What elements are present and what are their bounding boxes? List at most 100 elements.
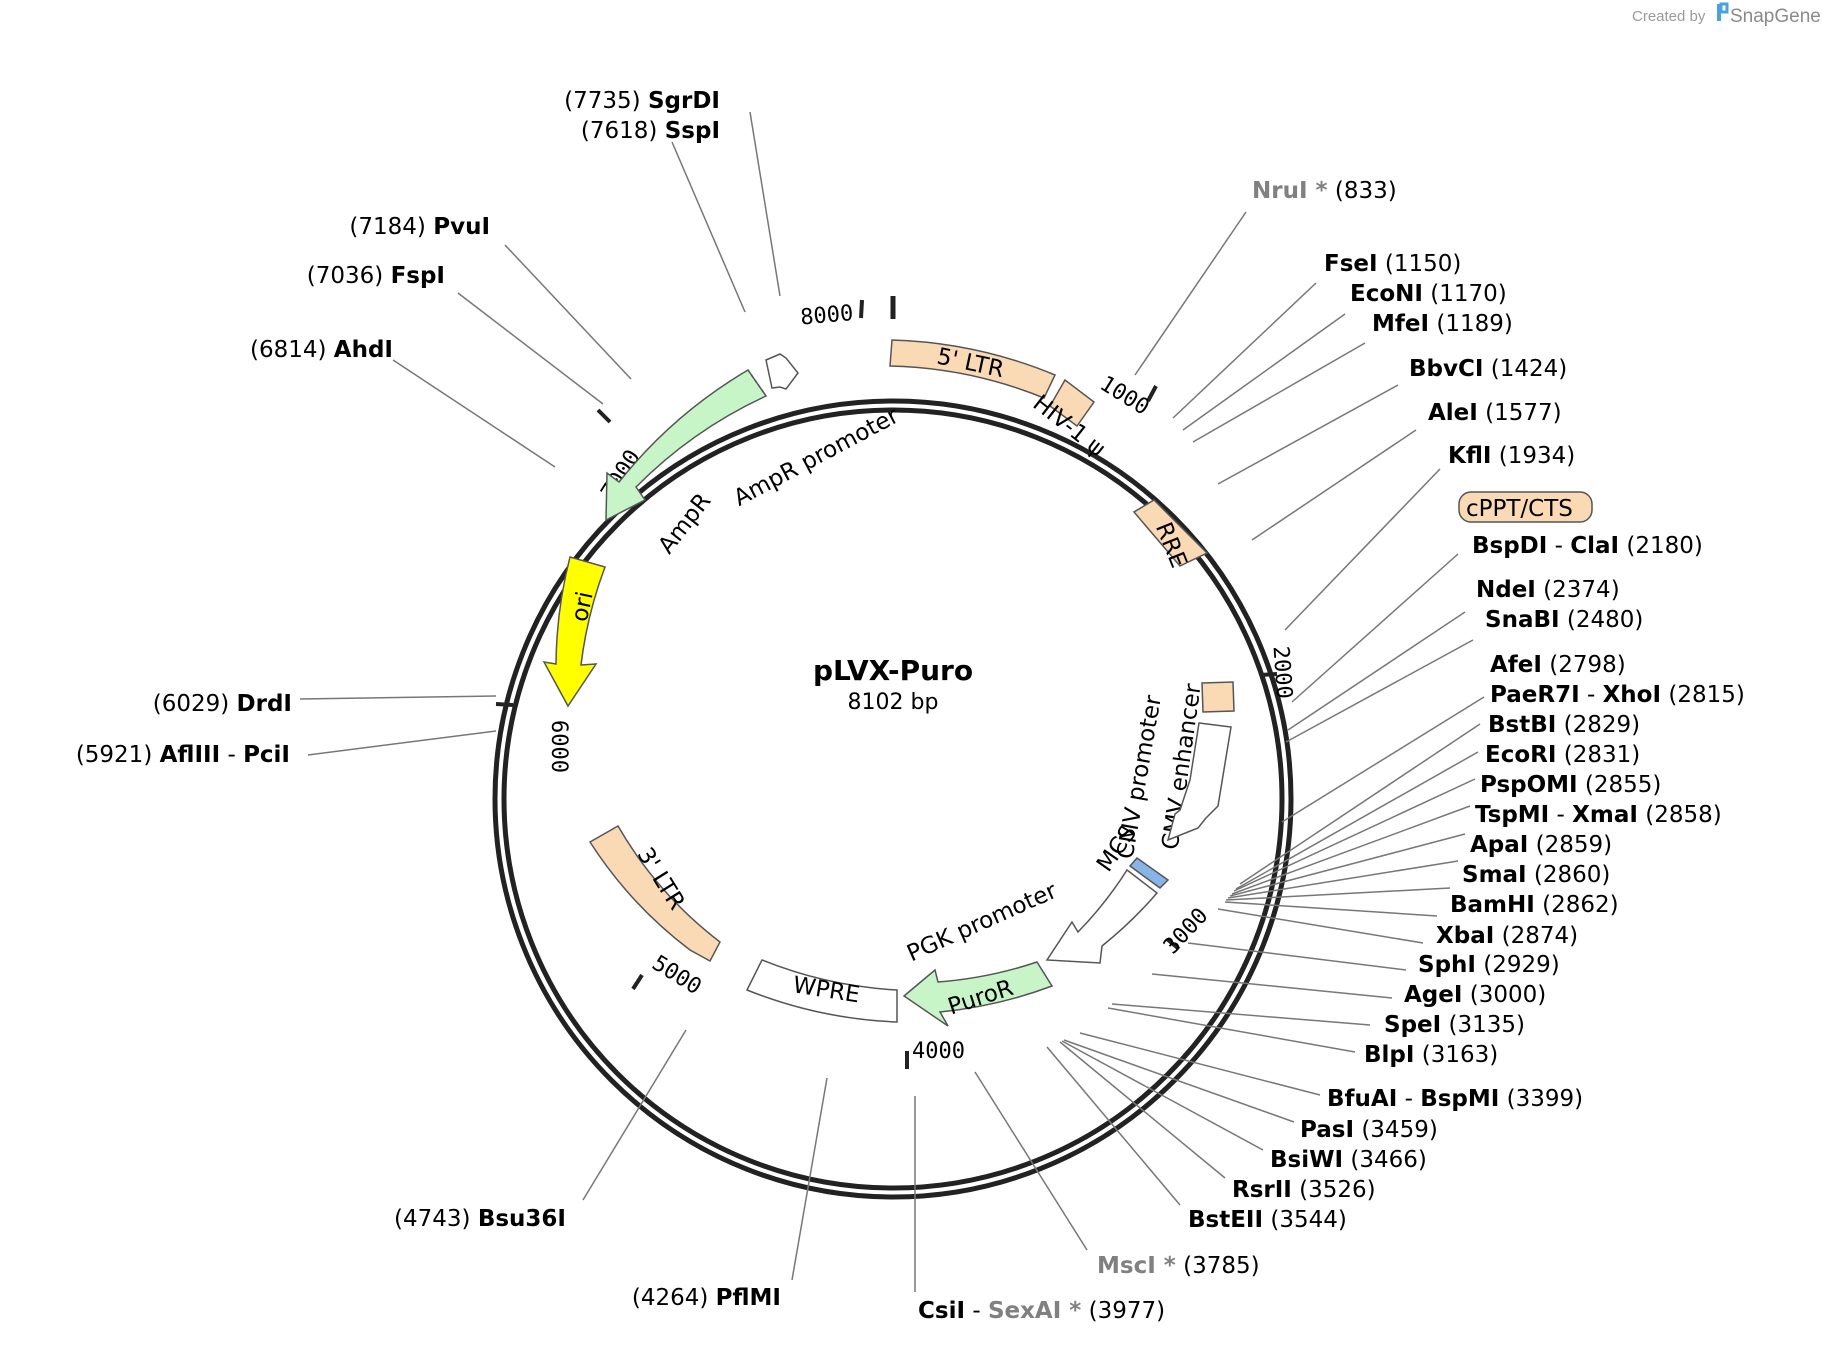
- feature-label-cppt-cts: cPPT/CTS: [1466, 496, 1573, 522]
- site-label[interactable]: PasI (3459): [1300, 1117, 1438, 1143]
- credit-prefix: Created by: [1632, 8, 1706, 25]
- site-label[interactable]: (7735) SgrDI: [564, 88, 720, 114]
- site-label[interactable]: SnaBI (2480): [1485, 607, 1643, 633]
- site-label[interactable]: MfeI (1189): [1372, 311, 1513, 337]
- site-leader-line: [1192, 342, 1366, 443]
- site-leader-lines: [299, 111, 1485, 1292]
- site-label[interactable]: NruI * (833): [1252, 178, 1397, 204]
- site-label[interactable]: (6029) DrdI: [153, 691, 292, 717]
- site-label[interactable]: BsiWI (3466): [1270, 1147, 1427, 1173]
- site-label[interactable]: XbaI (2874): [1436, 923, 1578, 949]
- site-label[interactable]: (6814) AhdI: [250, 337, 393, 363]
- site-label[interactable]: BbvCI (1424): [1409, 356, 1567, 382]
- feature-pgk-promoter[interactable]: PGK promoter: [903, 868, 1159, 967]
- feature-3ltr[interactable]: 3' LTR: [588, 824, 721, 963]
- site-leader-line: [1107, 1007, 1356, 1053]
- tick-label-2000: 2000: [1268, 645, 1297, 700]
- tick-label-8000: 8000: [799, 301, 854, 331]
- site-leader-line: [307, 730, 497, 756]
- feature-label-5ltr: 5' LTR: [934, 344, 1006, 384]
- site-leader-line: [1059, 1041, 1226, 1179]
- site-leader-line: [1285, 639, 1474, 743]
- site-leader-line: [671, 141, 746, 313]
- site-leader-line: [1284, 468, 1441, 631]
- site-leader-line: [1172, 282, 1317, 419]
- site-label[interactable]: AleI (1577): [1428, 400, 1562, 426]
- site-label[interactable]: RsrII (3526): [1232, 1177, 1376, 1203]
- site-label[interactable]: SphI (2929): [1418, 952, 1560, 978]
- feature-ori[interactable]: ori: [542, 556, 606, 708]
- site-label[interactable]: BamHI (2862): [1450, 892, 1619, 918]
- site-label[interactable]: BspDI - ClaI (2180): [1472, 533, 1703, 559]
- site-label[interactable]: (7036) FspI: [307, 263, 445, 289]
- site-label[interactable]: BstBI (2829): [1488, 712, 1640, 738]
- site-leader-line: [1251, 429, 1417, 541]
- site-leader-line: [1182, 313, 1346, 431]
- site-label[interactable]: KflI (1934): [1448, 443, 1575, 469]
- feature-label-ori: ori: [567, 589, 599, 624]
- site-label[interactable]: PspOMI (2855): [1480, 772, 1661, 798]
- site-leader-line: [1217, 908, 1424, 944]
- tick-label-3000: 3000: [1159, 903, 1213, 959]
- credit-watermark: Created by SnapGene: [1632, 2, 1821, 27]
- site-label[interactable]: BstEII (3544): [1188, 1207, 1347, 1233]
- site-label[interactable]: (4743) Bsu36I: [394, 1206, 566, 1232]
- site-leader-line: [1134, 211, 1247, 376]
- site-label[interactable]: AfeI (2798): [1490, 652, 1626, 678]
- site-label[interactable]: EcoRI (2831): [1485, 742, 1640, 768]
- site-leader-line: [974, 1071, 1088, 1251]
- site-label[interactable]: BfuAI - BspMI (3399): [1327, 1086, 1583, 1112]
- plasmid-name: pLVX-Puro: [813, 654, 973, 687]
- site-leader-line: [1224, 901, 1438, 917]
- feature-5ltr[interactable]: 5' LTR: [889, 339, 1057, 399]
- site-label[interactable]: (7184) PvuI: [349, 214, 490, 240]
- snapgene-logo-icon: [1717, 4, 1721, 21]
- site-leader-line: [1151, 973, 1393, 999]
- site-leader-line: [1063, 1039, 1295, 1123]
- feature-puror[interactable]: PuroR: [902, 961, 1054, 1027]
- site-label[interactable]: (5921) AflIII - PciI: [76, 742, 290, 768]
- site-leader-line: [1217, 384, 1399, 485]
- coordinate-ticks: [495, 299, 1278, 1069]
- site-leader-line: [1281, 696, 1485, 823]
- site-leader-line: [1187, 942, 1407, 971]
- site-label[interactable]: ApaI (2859): [1470, 832, 1612, 858]
- site-leader-line: [749, 111, 781, 297]
- site-label[interactable]: EcoNI (1170): [1350, 281, 1507, 307]
- site-leader-line: [1046, 1046, 1181, 1206]
- tick-label-4000: 4000: [912, 1039, 965, 1064]
- site-label[interactable]: NdeI (2374): [1476, 577, 1620, 603]
- site-label[interactable]: CsiI - SexAI * (3977): [918, 1298, 1165, 1324]
- site-leader-line: [1291, 553, 1459, 703]
- site-label[interactable]: TspMI - XmaI (2858): [1475, 802, 1722, 828]
- site-label[interactable]: SmaI (2860): [1462, 862, 1610, 888]
- site-label[interactable]: (4264) PflMI: [632, 1285, 781, 1311]
- site-label[interactable]: (7618) SspI: [581, 118, 720, 144]
- site-leader-line: [1227, 860, 1459, 899]
- site-label[interactable]: AgeI (3000): [1404, 982, 1546, 1008]
- site-label[interactable]: MscI * (3785): [1097, 1253, 1260, 1279]
- site-label[interactable]: PaeR7I - XhoI (2815): [1490, 682, 1745, 708]
- site-label[interactable]: SpeI (3135): [1384, 1012, 1525, 1038]
- backbone-outer-ring: [492, 398, 1294, 1200]
- backbone-inner-ring: [501, 407, 1285, 1191]
- tick-label-6000: 6000: [546, 720, 571, 773]
- tick-label-5000: 5000: [647, 951, 705, 1000]
- site-leader-line: [299, 695, 497, 700]
- site-leader-line: [1111, 1003, 1371, 1026]
- site-leader-line: [1061, 1040, 1264, 1151]
- site-leader-line: [1225, 887, 1451, 901]
- site-leader-line: [582, 1029, 687, 1201]
- site-leader-line: [504, 244, 632, 380]
- feature-wpre[interactable]: WPRE: [745, 959, 898, 1023]
- tick-label-1000: 1000: [1095, 371, 1153, 420]
- plasmid-size: 8102 bp: [848, 690, 939, 715]
- credit-brand: SnapGene: [1730, 6, 1821, 27]
- site-leader-line: [1235, 751, 1479, 890]
- feature-cppt-cts[interactable]: cPPT/CTS: [1458, 491, 1593, 523]
- site-label[interactable]: FseI (1150): [1324, 251, 1461, 277]
- site-label[interactable]: BlpI (3163): [1364, 1042, 1498, 1068]
- site-leader-line: [457, 292, 604, 405]
- site-leader-line: [1233, 778, 1476, 892]
- feature-label-ampr: AmpR: [654, 489, 717, 559]
